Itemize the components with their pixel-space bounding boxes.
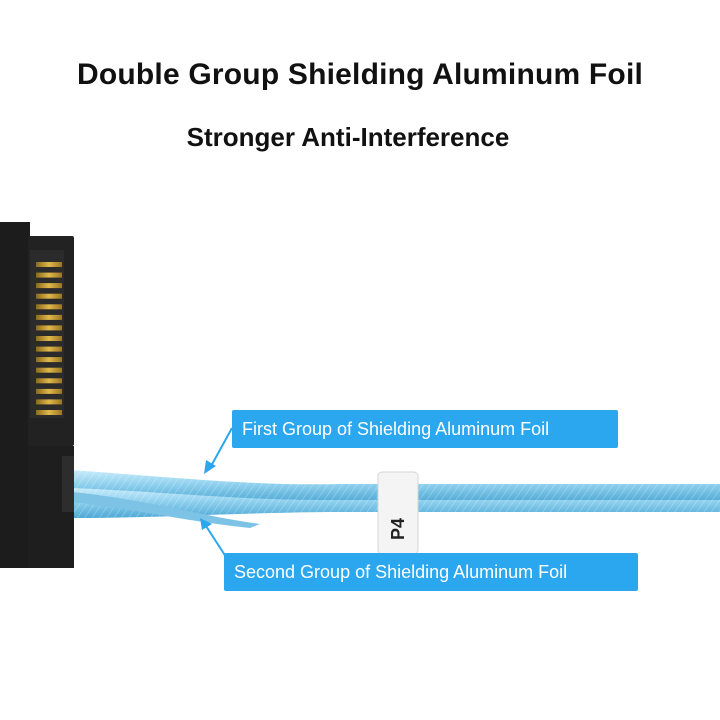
connector-pin bbox=[36, 283, 62, 289]
connector-pins bbox=[36, 262, 62, 415]
connector-pin bbox=[36, 410, 62, 415]
cable-bottom bbox=[72, 492, 260, 528]
connector-pin bbox=[36, 346, 62, 352]
connector-pin bbox=[36, 325, 62, 331]
connector-pin bbox=[36, 357, 62, 363]
connector-pin bbox=[36, 304, 62, 310]
connector-pin bbox=[36, 367, 62, 373]
connector-pin bbox=[36, 272, 62, 278]
connector-pin bbox=[36, 378, 62, 384]
connector-pin bbox=[36, 314, 62, 320]
callout-first-group: First Group of Shielding Aluminum Foil bbox=[232, 410, 618, 448]
connector-pin bbox=[36, 399, 62, 405]
page-subtitle: Stronger Anti-Interference bbox=[186, 122, 510, 152]
arrow-icon bbox=[204, 427, 233, 474]
connector-pin bbox=[36, 293, 62, 299]
connector-pin bbox=[36, 336, 62, 341]
callout-second-group: Second Group of Shielding Aluminum Foil bbox=[224, 553, 638, 591]
connector-pin bbox=[36, 388, 62, 394]
connector-pin bbox=[36, 262, 62, 267]
cable-label: P4 bbox=[388, 517, 408, 541]
page-title: Double Group Shielding Aluminum Foil bbox=[76, 58, 644, 91]
